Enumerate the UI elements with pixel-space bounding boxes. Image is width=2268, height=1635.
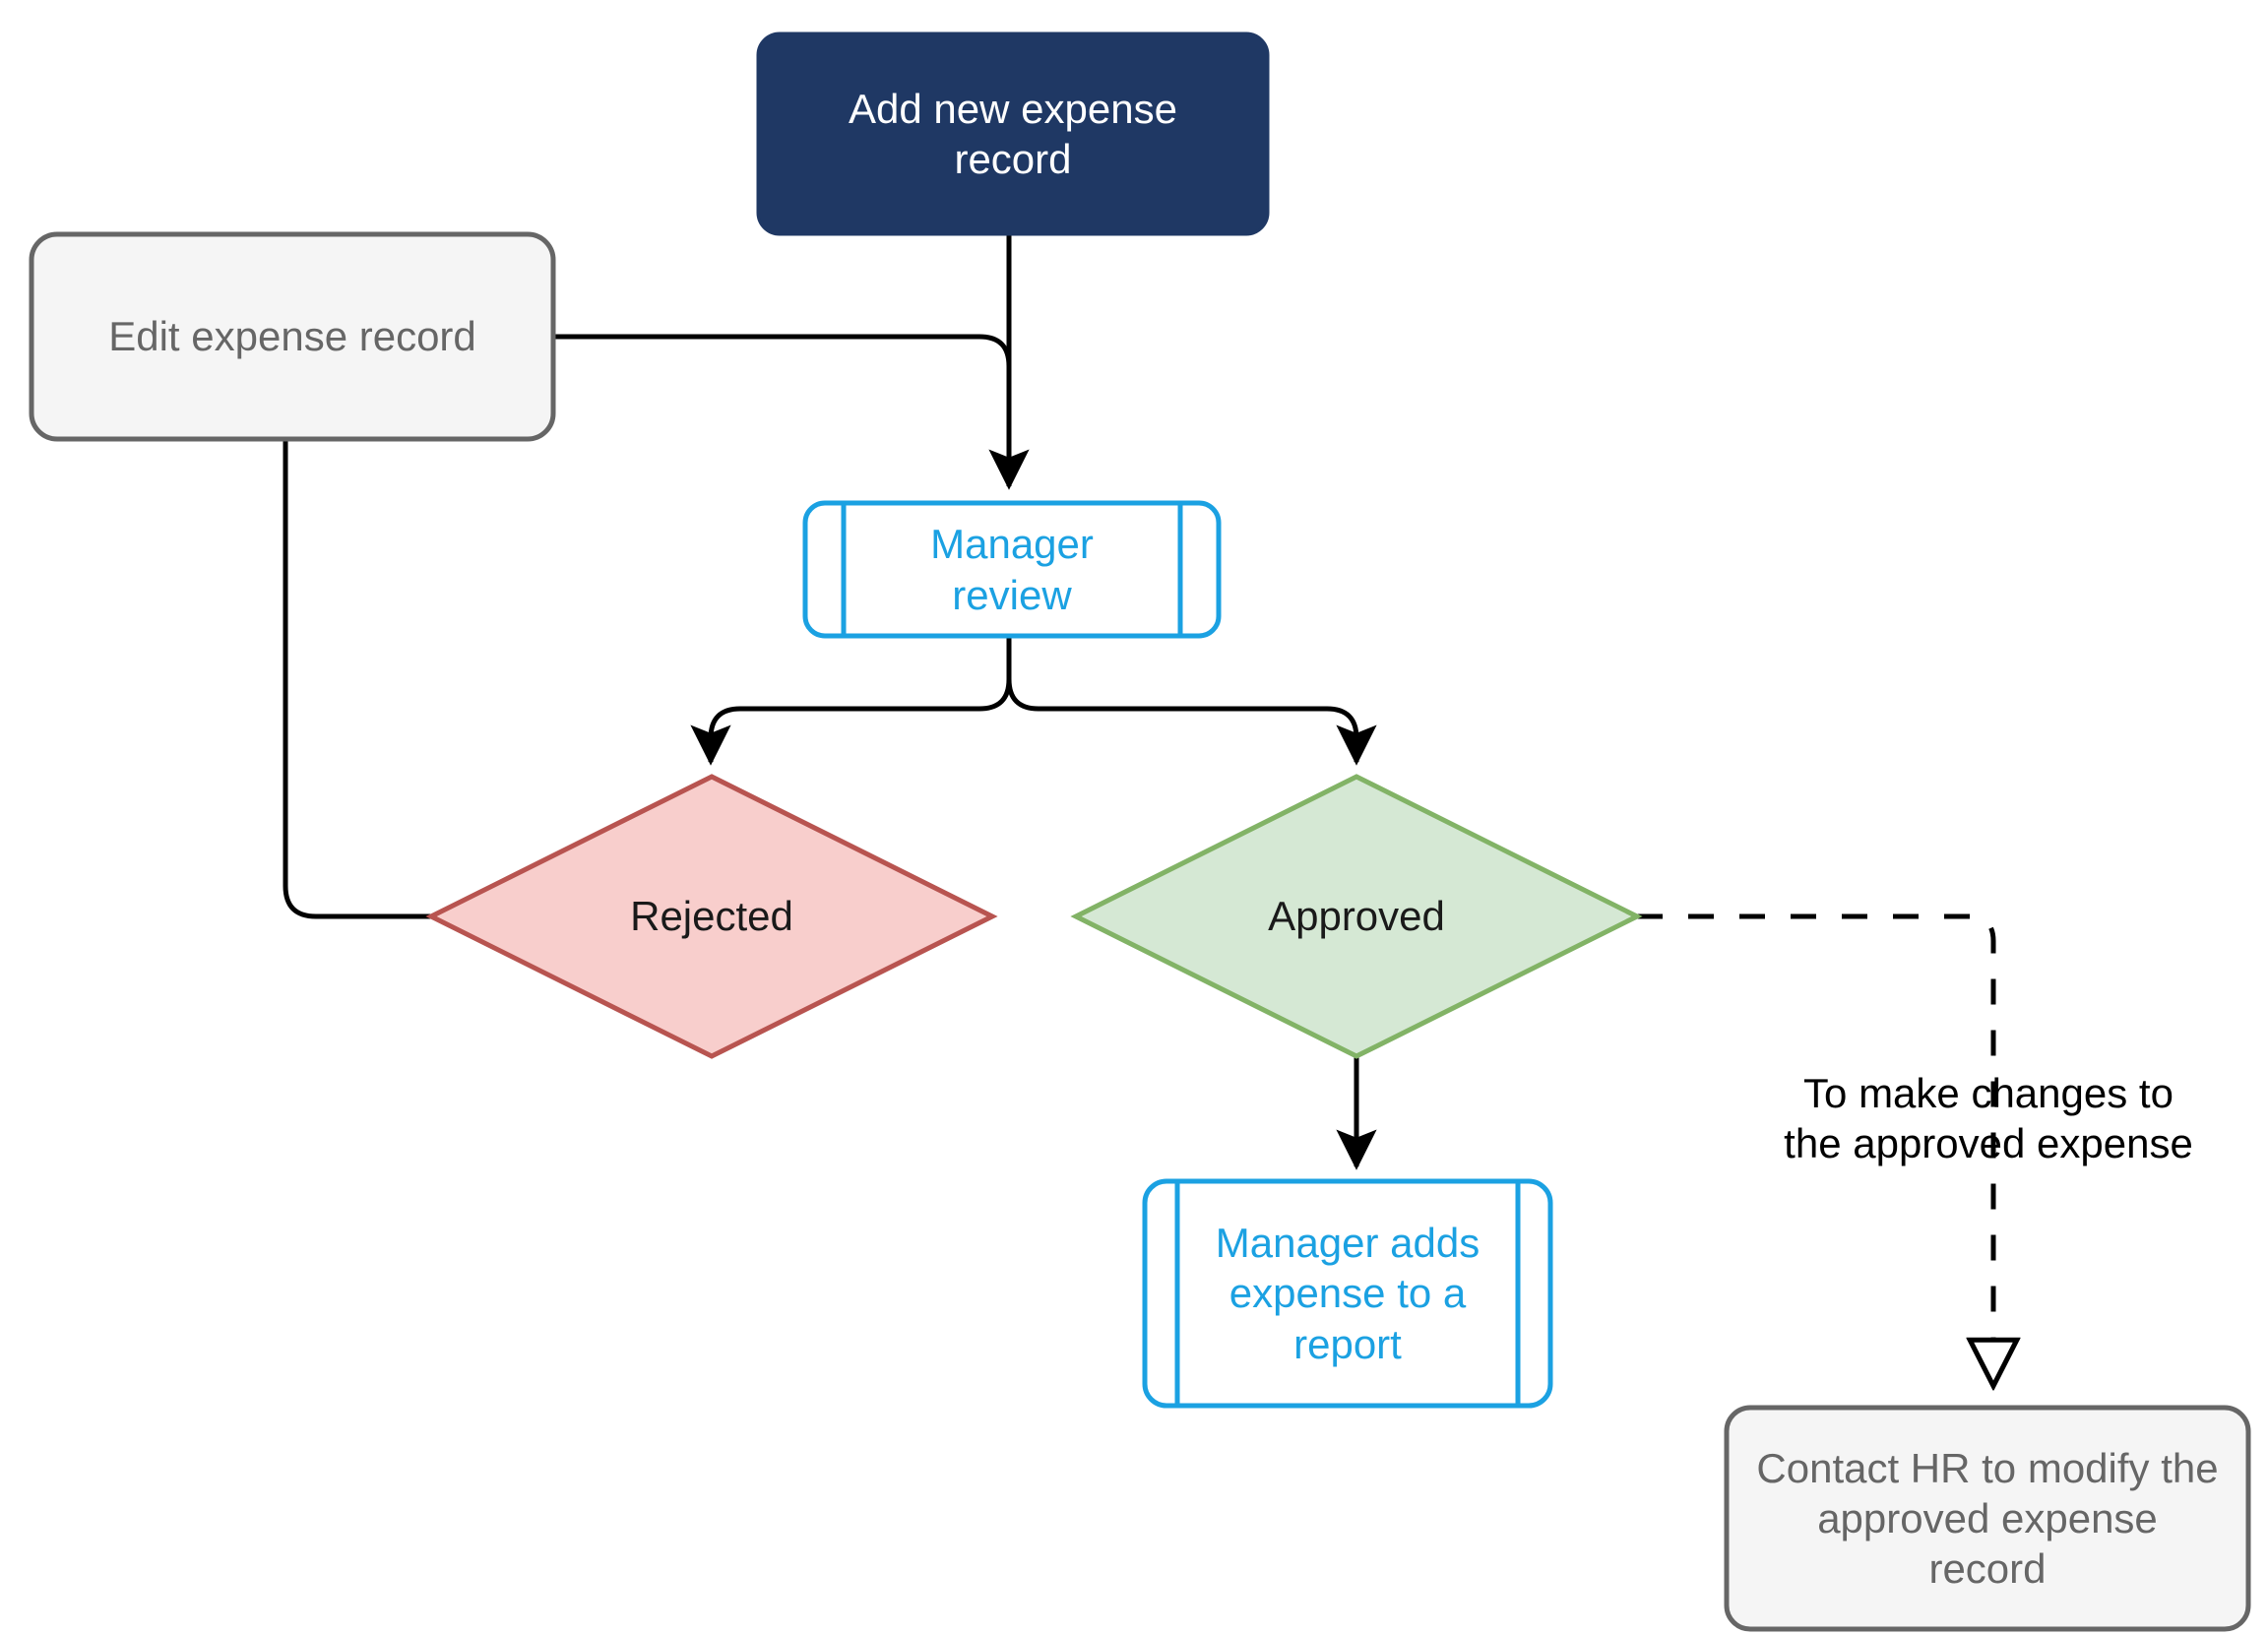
node-edit-expense-record[interactable] bbox=[29, 231, 556, 442]
edge-edit-to-manager-review bbox=[553, 334, 1012, 413]
node-rejected[interactable] bbox=[425, 774, 998, 1059]
node-manager-review[interactable] bbox=[802, 500, 1222, 639]
node-contact-hr-to-modify-the-approved-expense-record[interactable] bbox=[1724, 1405, 2251, 1632]
node-add-new-expense-record[interactable] bbox=[756, 31, 1270, 236]
edge-manager-review-to-rejected bbox=[690, 636, 1012, 766]
node-manager-adds-expense-to-a-report[interactable] bbox=[1142, 1178, 1553, 1409]
node-approved[interactable] bbox=[1070, 774, 1643, 1059]
edge-approved-to-contact-hr bbox=[1637, 913, 1993, 1386]
edge-manager-review-to-approved bbox=[1006, 636, 1377, 766]
edge-edit-to-rejected bbox=[283, 439, 431, 919]
